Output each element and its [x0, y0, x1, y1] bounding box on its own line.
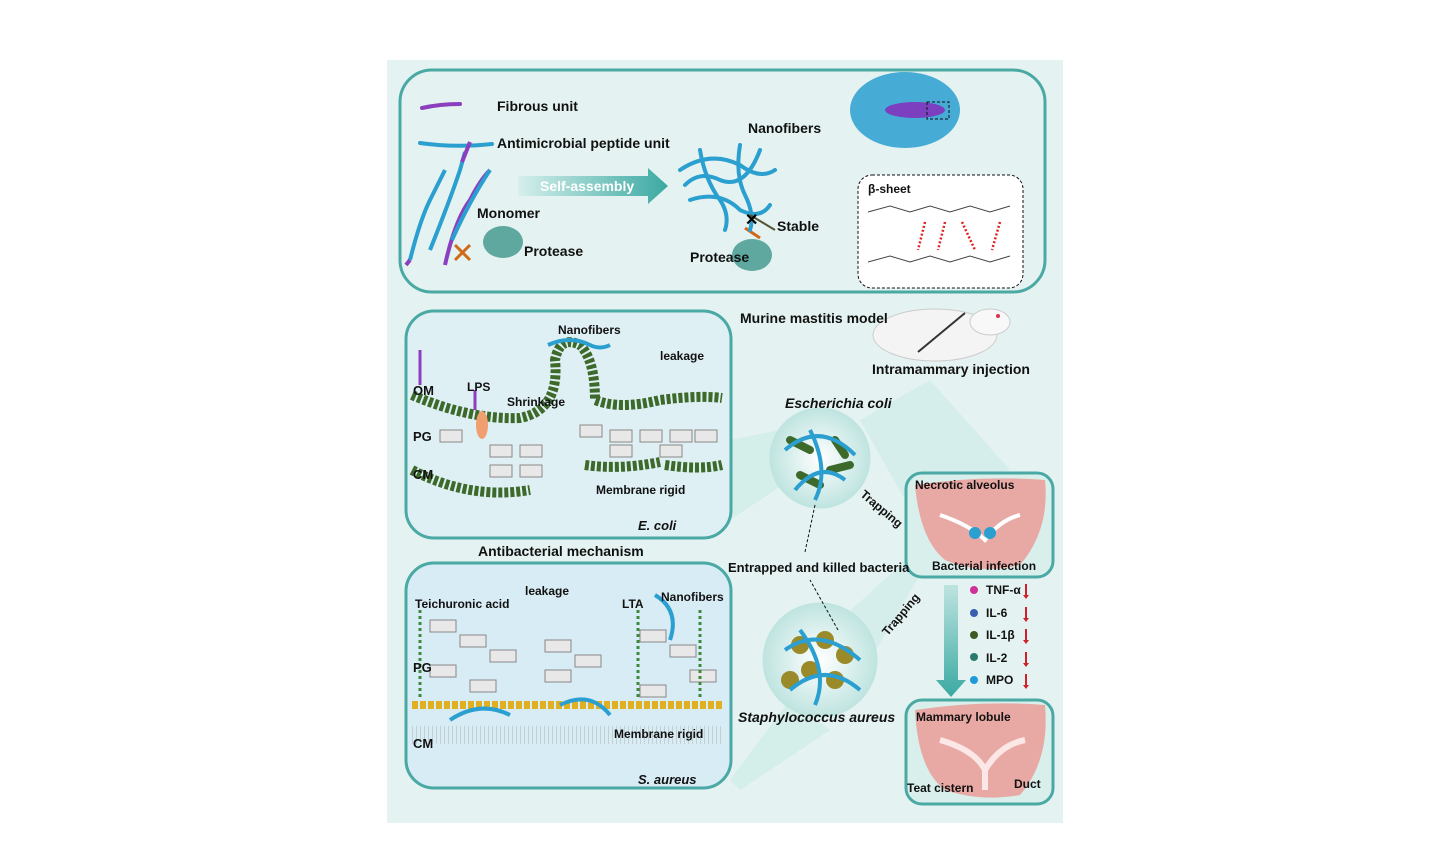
marker-label: IL-6 [986, 606, 1008, 620]
ecoli-circle-label: Escherichia coli [785, 395, 892, 411]
protease-label-left: Protease [524, 243, 584, 259]
nanofibers-label: Nanofibers [748, 120, 822, 136]
marker-dot [970, 609, 978, 617]
infected-gland [915, 478, 1046, 569]
peptidoglycan-layer [439, 424, 718, 478]
necrotic-label: Necrotic alveolus [915, 478, 1015, 492]
lta-chain [418, 610, 702, 700]
porin-icon [476, 411, 488, 439]
ecoli-nanofibers-label: Nanofibers [558, 323, 621, 337]
saureus-leakage-label: leakage [525, 584, 570, 598]
beta-sheet-structure [867, 205, 1011, 263]
model-title: Murine mastitis model [740, 310, 888, 326]
nanofiber-ecoli [547, 338, 611, 350]
fibrous-unit-label: Fibrous unit [497, 98, 578, 114]
arrow-down-icon [1023, 629, 1029, 644]
healthy-gland [915, 703, 1046, 798]
ecoli-membrane-rigid-label: Membrane rigid [596, 483, 686, 497]
peptide-unit-label: Antimicrobial peptide unit [497, 135, 670, 151]
arrow-down-icon [1023, 674, 1029, 689]
saureus-nanofibers-label: Nanofibers [661, 590, 724, 604]
fibrous-unit-icon [420, 102, 462, 110]
nanofiber-saureus [448, 593, 675, 722]
lps-icon [418, 350, 477, 410]
lps-label: LPS [467, 380, 491, 394]
saureus-circle-label: Staphylococcus aureus [738, 709, 896, 725]
ecoli-pg-label: PG [413, 429, 432, 444]
mechanism-title: Antibacterial mechanism [478, 543, 644, 559]
arrow-down-icon [1023, 652, 1029, 667]
scissors-icon [453, 243, 472, 262]
ecoli-species-label: E. coli [638, 518, 677, 533]
peptide-unit-icon [418, 141, 494, 148]
mouse-icon [872, 308, 998, 362]
protease-label-right: Protease [690, 249, 750, 265]
arrow-down-icon [1023, 584, 1029, 599]
self-assembly-label: Self-assembly [540, 178, 635, 194]
om-label: OM [413, 383, 434, 398]
entrapped-arrow-down [809, 579, 839, 631]
cistern-label: Teat cistern [907, 781, 974, 795]
zoom-box [926, 101, 950, 120]
saureus-pg-label: PG [413, 660, 432, 675]
teichuronic-label: Teichuronic acid [415, 597, 510, 611]
infection-label: Bacterial infection [932, 559, 1037, 573]
saureus-species-label: S. aureus [638, 772, 697, 787]
lobule-label: Mammary lobule [916, 710, 1011, 724]
marker-label: TNF-α [986, 583, 1021, 597]
duct-label: Duct [1014, 777, 1041, 791]
nanofiber-network [678, 143, 777, 232]
protease-icon [732, 239, 772, 271]
beta-sheet-label: β-sheet [868, 182, 911, 196]
ecoli-cm-label: CM [413, 467, 434, 482]
marker-label: IL-1β [986, 628, 1015, 642]
saureus-cm-label: CM [413, 736, 434, 751]
entrapped-arrow-up [804, 504, 816, 553]
connector [860, 380, 1010, 500]
protease-icon [483, 226, 523, 258]
stable-label: Stable [777, 218, 820, 234]
marker-dot [970, 653, 978, 661]
connector [730, 700, 830, 790]
marker-label: MPO [986, 673, 1014, 687]
lta-label: LTA [622, 597, 644, 611]
self-assembly-arrow [518, 168, 668, 204]
saureus-membrane-rigid-label: Membrane rigid [614, 727, 704, 741]
infection-cluster [969, 527, 981, 539]
marker-dot [970, 676, 978, 684]
entrapped-label: Entrapped and killed bacteria [728, 560, 910, 575]
monomer-icon [408, 169, 447, 261]
blocked-arrow [749, 214, 776, 231]
ecoli-box [404, 309, 733, 540]
monomer-icon [428, 151, 467, 251]
cytoplasmic-membrane [409, 457, 724, 498]
treatment-arrow [936, 585, 966, 697]
ecoli-leakage-label: leakage [660, 349, 705, 363]
outer-membrane [410, 337, 723, 424]
marker-label: IL-2 [986, 651, 1008, 665]
block-x-icon: ✕ [745, 212, 758, 229]
marker-dot [970, 631, 978, 639]
injection-label: Intramammary injection [872, 361, 1030, 377]
peptidoglycan-layer [429, 619, 717, 698]
monomer-label: Monomer [477, 205, 540, 221]
scissors-icon [744, 226, 761, 240]
shrinkage-label: Shrinkage [507, 395, 566, 409]
arrow-down-icon [1023, 607, 1029, 622]
syringe-icon [917, 312, 966, 353]
marker-dot [970, 586, 978, 594]
